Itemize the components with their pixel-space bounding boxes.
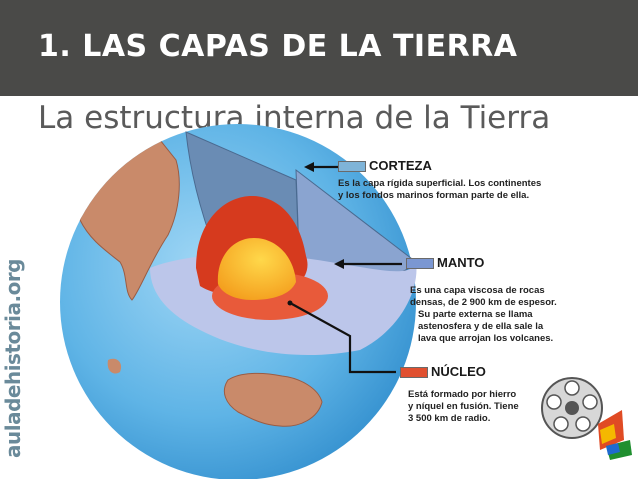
arrow-icon-nucleo bbox=[287, 300, 396, 374]
nucleo-swatch bbox=[400, 367, 428, 378]
film-reel-icon bbox=[541, 377, 632, 460]
slide-subtitle: La estructura interna de la Tierra bbox=[38, 100, 551, 136]
title-bar: 1. LAS CAPAS DE LA TIERRA bbox=[0, 0, 638, 96]
arrow-icon-manto bbox=[334, 259, 402, 269]
continent-australia bbox=[223, 372, 323, 427]
watermark-text: auladehistoria.org bbox=[1, 259, 25, 458]
inner-core bbox=[217, 238, 296, 300]
corteza-swatch bbox=[338, 161, 366, 172]
corteza-description: Es la capa rígida superficial. Los conti… bbox=[338, 178, 542, 201]
corteza-label: CORTEZA bbox=[369, 158, 432, 173]
slide-title: 1. LAS CAPAS DE LA TIERRA bbox=[38, 29, 518, 64]
continent-island bbox=[107, 358, 122, 374]
manto-description: Es una capa viscosa de rocas densas, de … bbox=[410, 285, 557, 344]
nucleo-description: Está formado por hierro y níquel en fusi… bbox=[408, 389, 519, 424]
arrow-icon-corteza bbox=[304, 162, 338, 172]
nucleo-label: NÚCLEO bbox=[431, 364, 486, 379]
manto-swatch bbox=[406, 258, 434, 269]
manto-label: MANTO bbox=[437, 255, 485, 270]
